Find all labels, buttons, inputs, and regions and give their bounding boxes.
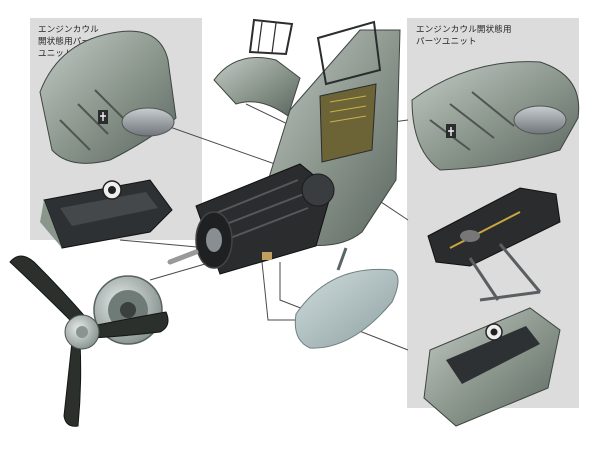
right-panel-caption: エンジンカウル開状態用 パーツユニット <box>416 24 512 48</box>
engine-block <box>167 163 335 275</box>
left-panel-caption: エンジンカウル 開状態用パーツ ユニット <box>38 24 99 60</box>
right-caption-line-1: エンジンカウル開状態用 <box>416 25 512 35</box>
right-engine-cowl-part <box>411 61 580 171</box>
left-caption-line-2: 開状態用パーツ <box>38 37 99 47</box>
right-engine-mount-part <box>427 187 561 302</box>
left-caption-line-3: ユニット <box>38 49 73 59</box>
canopy-icon <box>213 18 301 117</box>
right-caption-line-2: パーツユニット <box>416 37 477 47</box>
propeller-icon <box>9 255 169 427</box>
left-caption-line-1: エンジンカウル <box>38 25 99 35</box>
left-engine-cowl-part <box>39 30 177 164</box>
left-lower-cowl-part <box>40 179 173 249</box>
drop-tank-icon <box>294 247 399 349</box>
right-lower-cowl-part <box>423 307 561 427</box>
